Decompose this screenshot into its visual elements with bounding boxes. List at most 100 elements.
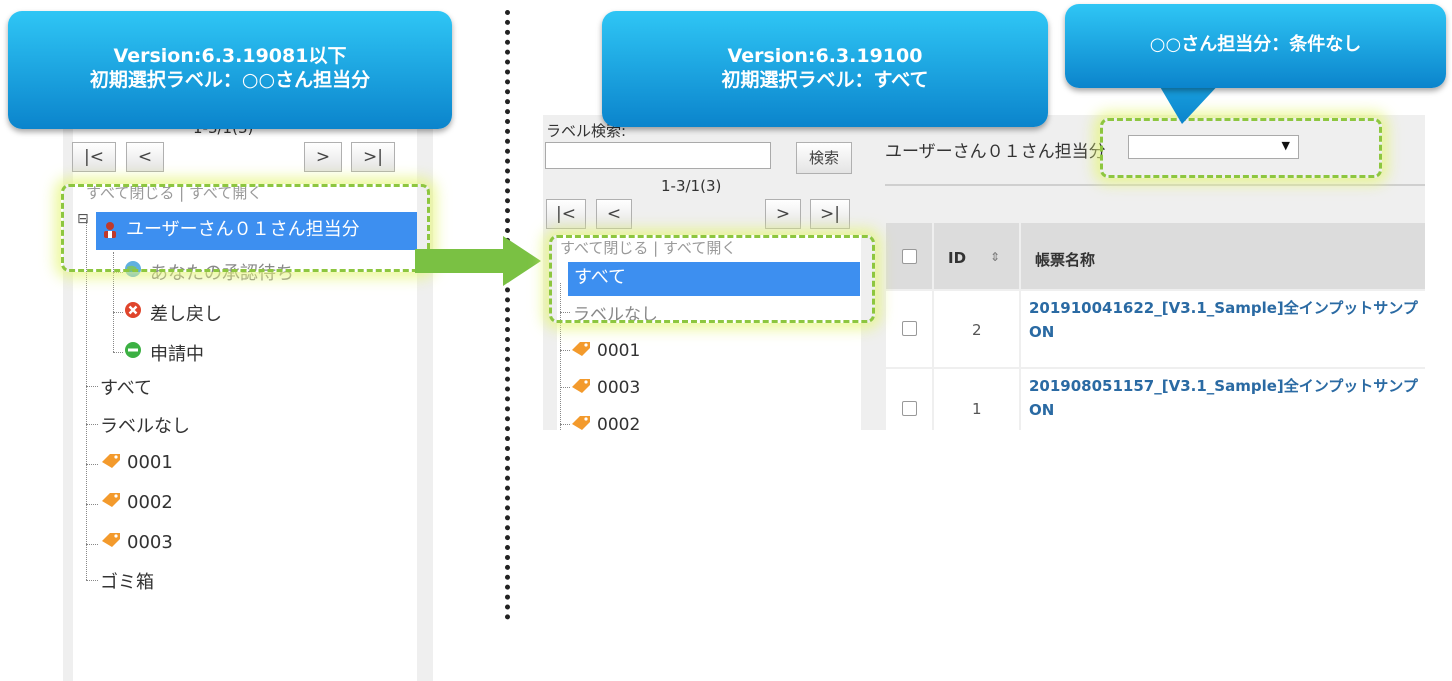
left-label-panel — [63, 108, 433, 681]
left-callout-version: Version:6.3.19081以下 — [113, 45, 347, 67]
right-app-screenshot: ラベル検索: 検索 1-3/1(3) |< < > >| すべて閉じる | すべ… — [543, 115, 1425, 430]
right-connector — [560, 424, 570, 425]
left-child-item[interactable]: 申請中 — [150, 344, 204, 365]
table-header-checkbox-cell — [886, 223, 932, 289]
right-selected-tree-item[interactable]: すべて — [568, 262, 860, 296]
left-tree-item[interactable]: 0003 — [127, 532, 173, 553]
left-tree-item[interactable]: 0002 — [127, 492, 173, 513]
right-prev-page-button[interactable]: < — [596, 199, 632, 229]
left-connector — [86, 464, 98, 465]
left-connector — [86, 504, 98, 505]
right-last-page-button[interactable]: >| — [810, 199, 850, 229]
table-cell-id: 1 — [934, 369, 1019, 430]
tag-icon — [102, 533, 120, 547]
left-tree-item[interactable]: 0001 — [127, 452, 173, 473]
tag-icon — [572, 416, 590, 430]
right-search-button[interactable]: 検索 — [796, 142, 852, 174]
right-tree-item[interactable]: 0002 — [597, 415, 641, 430]
center-callout-version: Version:6.3.19100 — [727, 45, 923, 67]
table-header-id-label: ID — [948, 249, 967, 267]
right-tree-item[interactable]: 0001 — [597, 341, 641, 361]
center-callout-label: 初期選択ラベル：すべて — [721, 69, 929, 91]
left-tree-item-trash[interactable]: ゴミ箱 — [100, 572, 154, 593]
sort-icon[interactable]: ⇕ — [990, 250, 1001, 264]
tag-icon — [572, 379, 590, 393]
left-child-item[interactable]: あなたの承認待ち — [150, 263, 294, 284]
right-divider — [885, 184, 1425, 186]
right-label-search-label: ラベル検索: — [546, 122, 627, 140]
table-cell-name: 201910041622_[V3.1_Sample]全インプットサンプ ON — [1021, 291, 1425, 367]
left-first-page-button[interactable]: |< — [72, 142, 116, 172]
right-first-page-button[interactable]: |< — [546, 199, 586, 229]
left-subtree-line — [113, 252, 114, 352]
right-tree-highlight-box — [549, 235, 875, 323]
tag-icon — [572, 342, 590, 356]
table-cell-name: 201908051157_[V3.1_Sample]全インプットサンプ ON — [1021, 369, 1425, 430]
reject-icon — [125, 302, 141, 318]
left-prev-page-button[interactable]: < — [126, 142, 164, 172]
row-checkbox[interactable] — [902, 401, 917, 416]
right-link-separator: | — [653, 239, 659, 257]
right-tree-item[interactable]: 0003 — [597, 378, 641, 398]
left-version-callout: Version:6.3.19081以下 初期選択ラベル：○○さん担当分 — [8, 11, 452, 129]
table-header-name[interactable]: 帳票名称 — [1021, 223, 1425, 289]
left-connector — [113, 352, 123, 353]
right-next-page-button[interactable]: > — [765, 199, 801, 229]
select-all-checkbox[interactable] — [902, 249, 917, 264]
version-divider — [505, 10, 510, 620]
document-link[interactable]: 201910041622_[V3.1_Sample]全インプットサンプ — [1029, 299, 1418, 317]
left-link-separator: | — [179, 184, 185, 202]
table-row-checkbox-cell — [886, 291, 932, 367]
left-next-page-button[interactable]: > — [304, 142, 342, 172]
left-tree-line — [86, 220, 87, 580]
left-callout-label: 初期選択ラベル：○○さん担当分 — [89, 69, 371, 91]
tag-icon — [102, 454, 120, 468]
left-connector — [86, 386, 98, 387]
table-header-id[interactable]: ID ⇕ — [934, 223, 1019, 289]
document-link-cont[interactable]: ON — [1029, 323, 1055, 341]
left-selected-label: ユーザーさん０１さん担当分 — [126, 219, 360, 240]
left-tree-item[interactable]: ラベルなし — [100, 416, 190, 437]
callout-pointer — [1156, 80, 1223, 124]
left-label-tree-area — [73, 108, 417, 681]
table-row-checkbox-cell — [886, 369, 932, 430]
table-header-name-label: 帳票名称 — [1035, 251, 1096, 269]
left-highlight-box — [61, 184, 430, 272]
right-filter-highlight-box — [1100, 118, 1382, 178]
right-condition-callout: ○○さん担当分：条件なし — [1065, 4, 1446, 88]
left-expand-all-link[interactable]: すべて開く — [188, 184, 263, 202]
left-selected-tree-item[interactable]: ユーザーさん０１さん担当分 — [96, 212, 417, 250]
right-expand-all-link[interactable]: すべて開く — [662, 239, 737, 257]
right-connector — [560, 312, 570, 313]
left-child-item[interactable]: 差し戻し — [150, 304, 222, 325]
tag-icon — [102, 493, 120, 507]
right-collapse-all-link[interactable]: すべて閉じる — [560, 239, 649, 257]
document-link-cont[interactable]: ON — [1029, 401, 1055, 419]
left-connector — [86, 424, 98, 425]
row-checkbox[interactable] — [902, 321, 917, 336]
right-connector — [560, 350, 570, 351]
right-link-row: すべて閉じる | すべて開く — [560, 237, 736, 258]
right-filter-label: ユーザーさん０１さん担当分 — [885, 142, 1106, 162]
table-cell-id: 2 — [934, 291, 1019, 367]
right-tree-line — [560, 283, 561, 430]
chevron-down-icon: ▼ — [1281, 139, 1290, 152]
in-progress-icon — [125, 342, 141, 358]
right-label-search-input[interactable] — [545, 142, 771, 169]
center-version-callout: Version:6.3.19100 初期選択ラベル：すべて — [602, 11, 1048, 127]
row-id: 2 — [972, 321, 982, 339]
right-connector — [560, 387, 570, 388]
document-link[interactable]: 201908051157_[V3.1_Sample]全インプットサンプ — [1029, 377, 1418, 395]
left-link-row: すべて閉じる | すべて開く — [86, 182, 262, 203]
right-filter-dropdown[interactable]: ▼ — [1128, 135, 1299, 159]
right-selected-label: すべて — [574, 267, 627, 288]
user-icon — [104, 222, 116, 238]
left-last-page-button[interactable]: >| — [351, 142, 395, 172]
left-collapse-toggle-icon[interactable]: ⊟ — [77, 211, 89, 227]
left-connector — [86, 580, 98, 581]
left-connector — [113, 312, 123, 313]
left-tree-item[interactable]: すべて — [100, 378, 153, 399]
left-connector — [113, 272, 123, 273]
arrow-right-icon — [415, 236, 541, 286]
left-collapse-all-link[interactable]: すべて閉じる — [86, 184, 175, 202]
